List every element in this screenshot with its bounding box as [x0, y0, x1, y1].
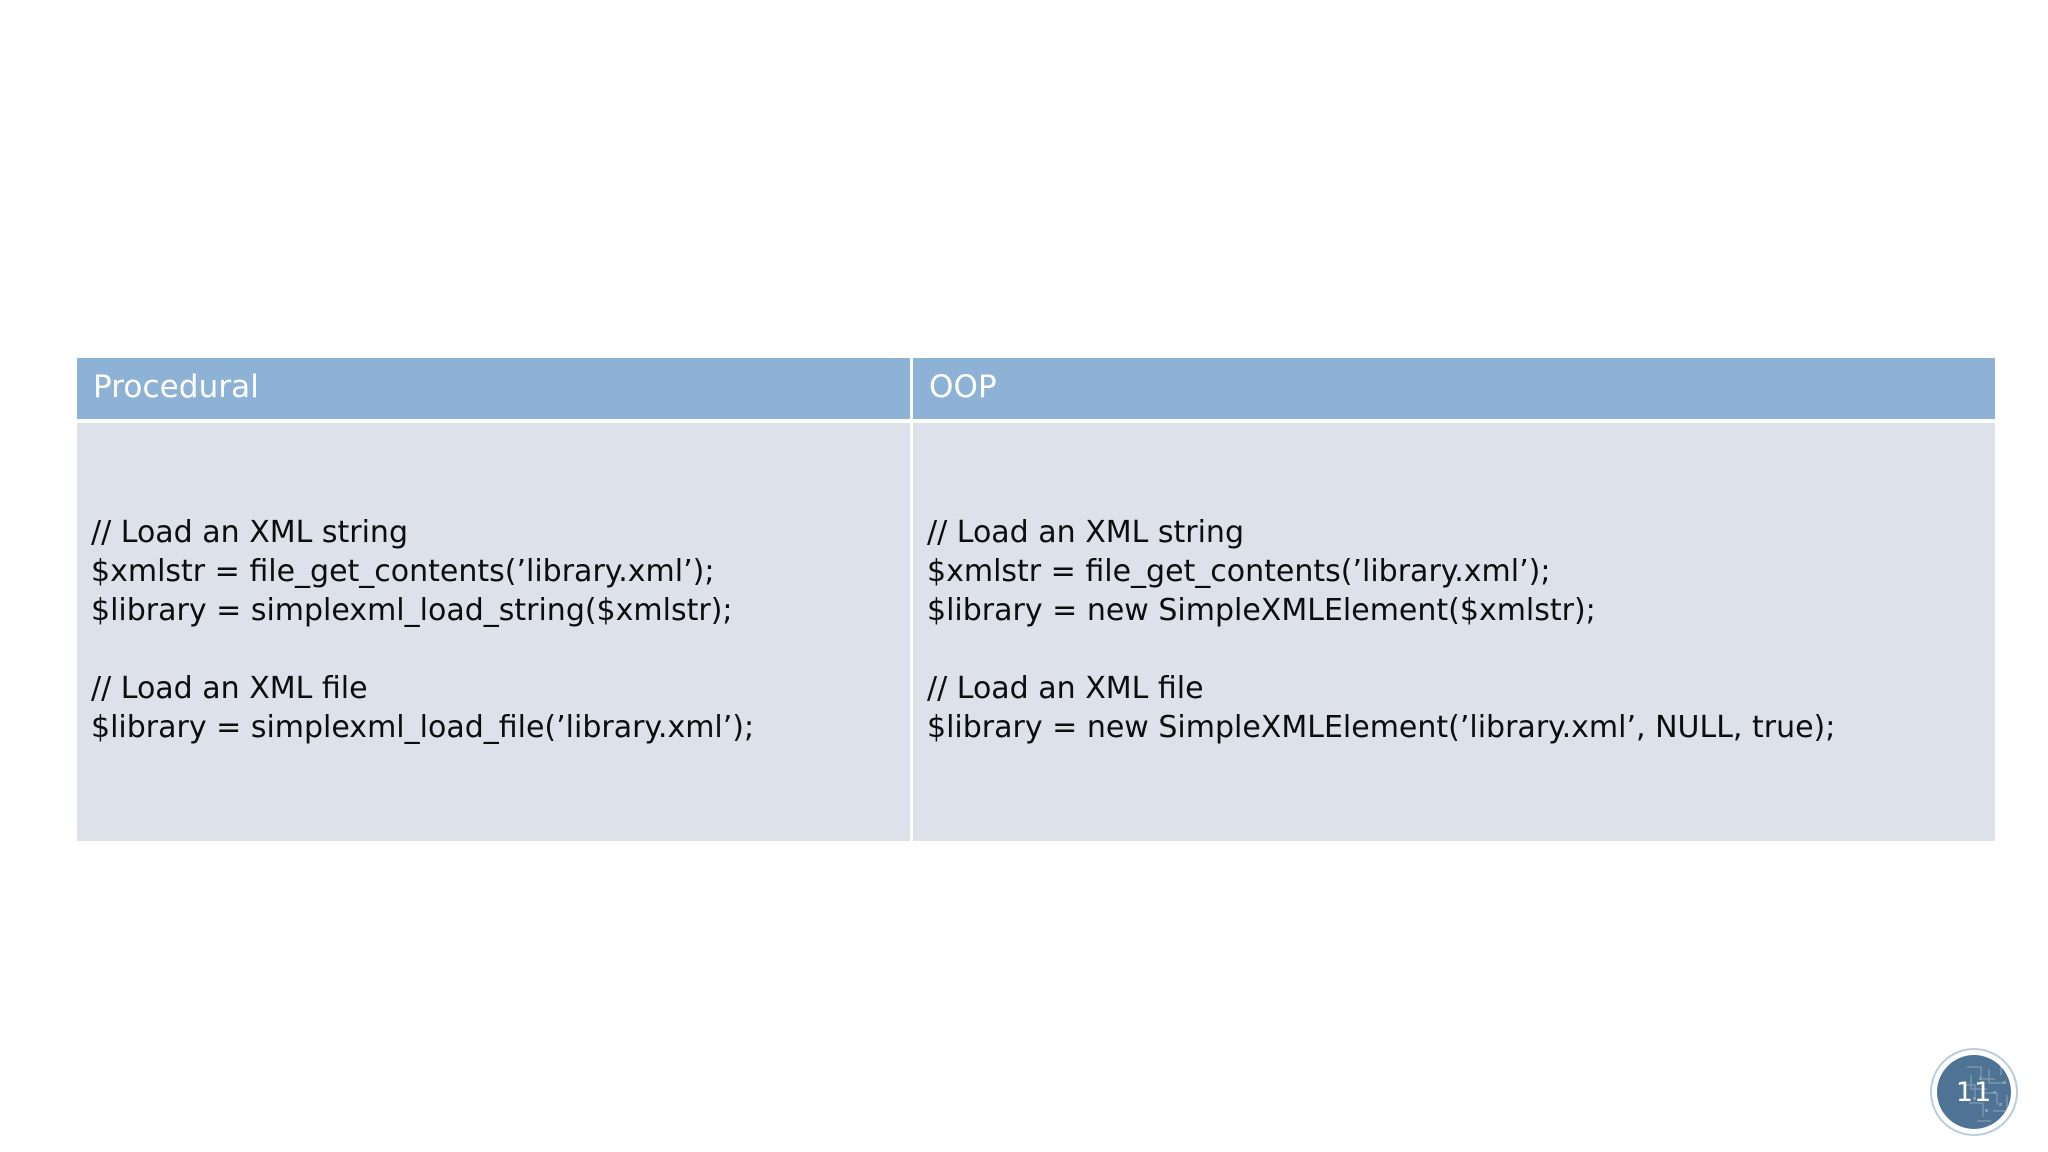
comparison-table: Procedural OOP // Load an XML string $xm…	[77, 358, 1995, 841]
column-header-oop: OOP	[913, 358, 1995, 419]
code-snippet-oop: // Load an XML string $xmlstr = file_get…	[927, 515, 1836, 745]
table-body: // Load an XML string $xmlstr = file_get…	[77, 419, 1995, 841]
table-row: // Load an XML string $xmlstr = file_get…	[77, 419, 1995, 841]
column-header-procedural: Procedural	[77, 358, 913, 419]
table-header: Procedural OOP	[77, 358, 1995, 419]
slide-number-badge: 11	[1930, 1048, 2018, 1136]
slide-number-badge-inner: 11	[1937, 1055, 2011, 1129]
table-header-row: Procedural OOP	[77, 358, 1995, 419]
cell-oop-code: // Load an XML string $xmlstr = file_get…	[913, 419, 1995, 841]
cell-procedural-code: // Load an XML string $xmlstr = file_get…	[77, 419, 913, 841]
code-snippet-procedural: // Load an XML string $xmlstr = file_get…	[91, 515, 755, 745]
slide-number-text: 11	[1955, 1076, 1993, 1108]
